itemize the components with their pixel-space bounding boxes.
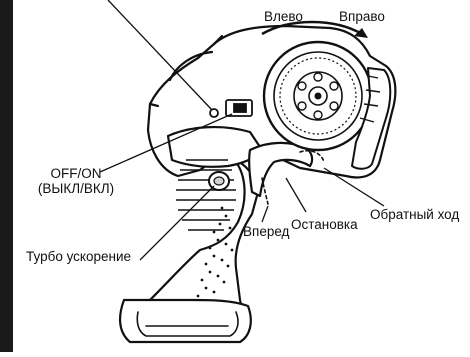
label-power-line2: (ВЫКЛ/ВКЛ) [22,182,130,197]
leader-stop [286,178,306,212]
left-frame-bar [0,0,13,352]
label-right: Вправо [339,10,385,25]
label-forward: Вперед [243,225,289,240]
label-power: OFF/ON (ВЫКЛ/ВКЛ) [22,167,130,197]
throttle-trigger [249,143,324,204]
leader-forward [262,206,268,222]
label-reverse: Обратный ход [370,208,459,223]
label-turbo: Турбо ускорение [26,250,131,265]
label-left: Влево [264,10,303,25]
label-power-line1: OFF/ON [22,167,130,182]
steering-wheel-icon [264,42,372,150]
label-stop: Остановка [291,218,358,233]
grip-ridges [176,160,236,230]
